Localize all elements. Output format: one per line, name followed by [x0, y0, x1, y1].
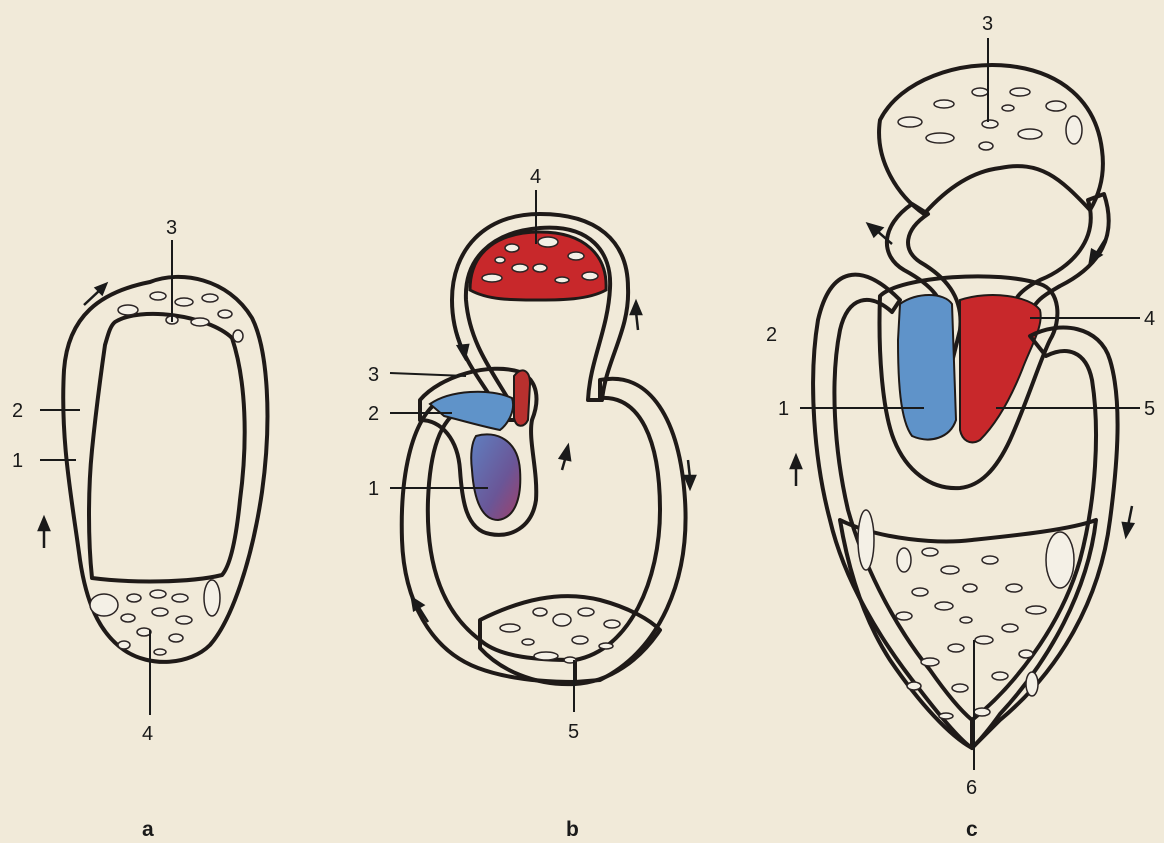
panel-c-label-6: 6 — [966, 777, 977, 799]
panel-b-atrium — [430, 392, 513, 430]
panel-c-label-4: 4 — [1144, 308, 1155, 330]
panel-b-caption: b — [566, 818, 579, 841]
panel-c-pulmonary-capillaries — [898, 88, 1082, 150]
panel-b-lower-capillary-bed — [480, 596, 660, 684]
panel-a-caption: a — [142, 818, 154, 841]
panel-a-label-4: 4 — [142, 723, 153, 745]
panel-c-right-side-blue — [898, 295, 956, 439]
panel-b-label-5: 5 — [568, 721, 579, 743]
panel-c-label-2: 2 — [766, 324, 777, 346]
panel-b-ventricle — [471, 434, 520, 520]
panel-a-label-2: 2 — [12, 400, 23, 422]
panel-a-label-1: 1 — [12, 450, 23, 472]
panel-b-body-loop-red — [575, 379, 686, 682]
panel-a-capillaries-bottom — [90, 580, 220, 655]
panel-b-label-3: 3 — [368, 364, 379, 386]
panel-b-label-1: 1 — [368, 478, 379, 500]
panel-c-label-1: 1 — [778, 398, 789, 420]
panel-b: 4 3 2 1 5 b — [368, 166, 695, 841]
panel-b-label-2: 2 — [368, 403, 379, 425]
panel-c-caption: c — [966, 818, 978, 841]
panel-b-label-4: 4 — [530, 166, 541, 188]
panel-c-left-side-red — [960, 295, 1041, 442]
panel-c: 3 2 4 1 5 6 c — [766, 13, 1155, 841]
panel-c-label-5: 5 — [1144, 398, 1155, 420]
panel-a: 2 1 3 4 a — [12, 217, 267, 841]
panel-b-conus — [514, 370, 530, 425]
panel-a-label-3: 3 — [166, 217, 177, 239]
panel-c-label-3: 3 — [982, 13, 993, 35]
